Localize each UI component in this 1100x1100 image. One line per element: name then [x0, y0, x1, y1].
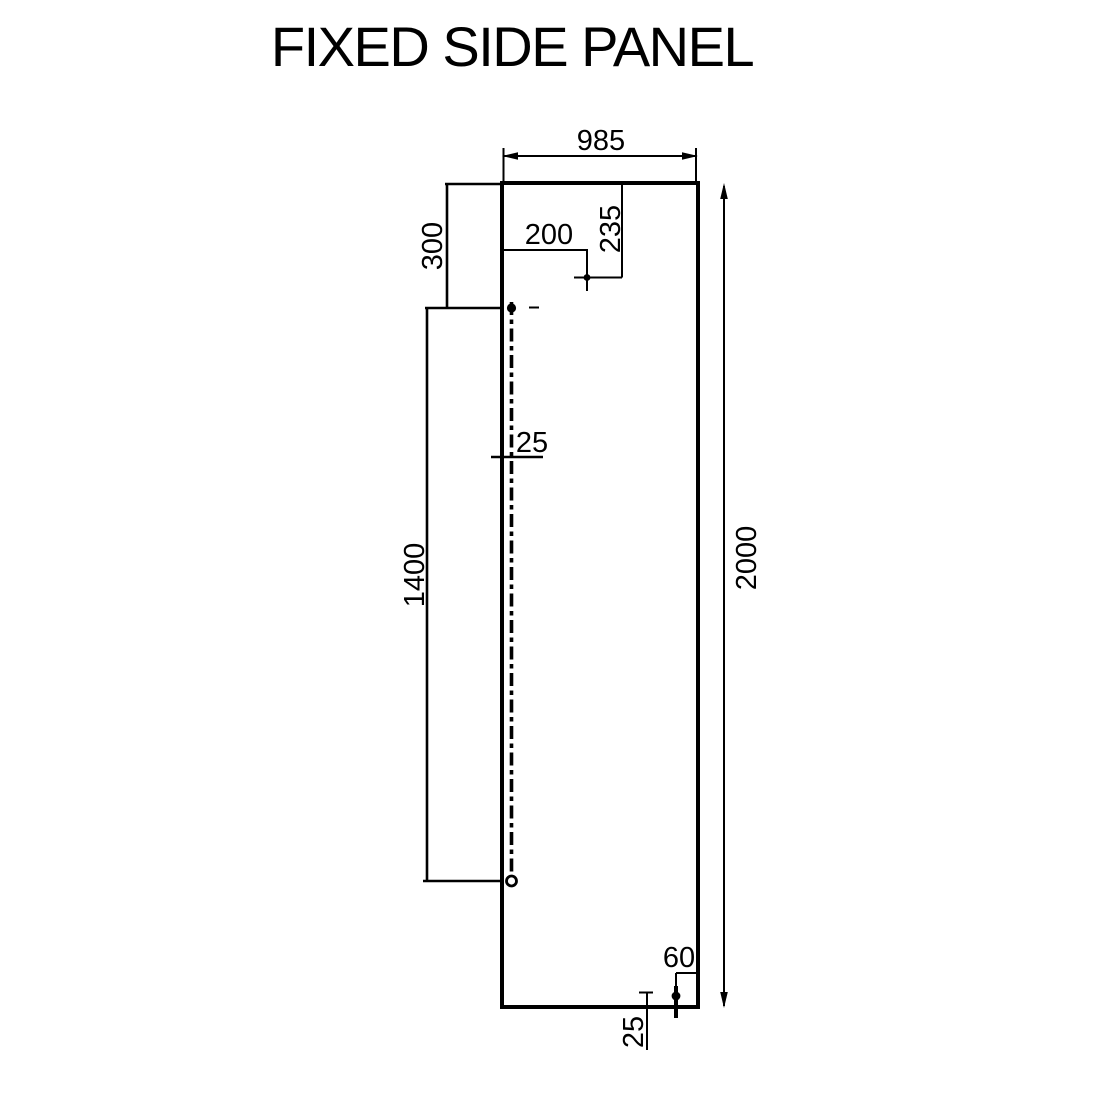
bottom-hole-mark — [671, 986, 681, 1018]
dim-height-label: 2000 — [731, 526, 763, 591]
arrow-down-icon — [720, 992, 728, 1008]
bottom-hinge-ring — [505, 874, 518, 888]
dim-top-hole-x: 200 — [503, 219, 588, 266]
dim-bottom-hole-x: 60 — [663, 942, 697, 989]
dim-300-label: 300 — [417, 222, 449, 270]
top-hinge-dot — [506, 303, 517, 313]
dim-width-label: 985 — [577, 125, 625, 157]
arrow-right-icon — [682, 152, 698, 160]
page-title: FIXED SIDE PANEL — [271, 15, 754, 78]
top-hinge-mark — [506, 303, 539, 313]
dim-panel-width: 985 — [502, 125, 698, 181]
dim-panel-height: 2000 — [720, 183, 763, 1008]
dim-235-label: 235 — [595, 205, 627, 253]
dim-hinge-length: 1400 — [399, 306, 503, 883]
top-hole-mark — [574, 264, 600, 291]
arrow-up-icon — [720, 183, 728, 199]
bottom-hole-center-dot — [671, 991, 681, 1001]
dim-hinge-from-top: 300 — [417, 182, 501, 307]
panel-glass-rect — [500, 181, 700, 1009]
dim-25-mid-label: 25 — [516, 427, 548, 459]
dim-200-label: 200 — [525, 219, 573, 251]
dim-60-leader — [675, 972, 697, 989]
dim-bottom-hole-y: 25 — [618, 991, 653, 1050]
dim-top-hole-y: 235 — [591, 185, 627, 279]
dim-25-bottom-label: 25 — [618, 1016, 650, 1048]
arrow-left-icon — [502, 152, 518, 160]
dim-200-leader — [503, 249, 588, 266]
dim-1400-label: 1400 — [399, 543, 431, 608]
dim-25-bottom-leader — [639, 991, 653, 1050]
dim-60-label: 60 — [663, 942, 695, 974]
bottom-hinge-mark — [505, 874, 518, 888]
panel-outline — [500, 181, 700, 1009]
dim-centerline-offset: 25 — [491, 427, 548, 459]
top-hole-center-dot — [583, 274, 591, 281]
